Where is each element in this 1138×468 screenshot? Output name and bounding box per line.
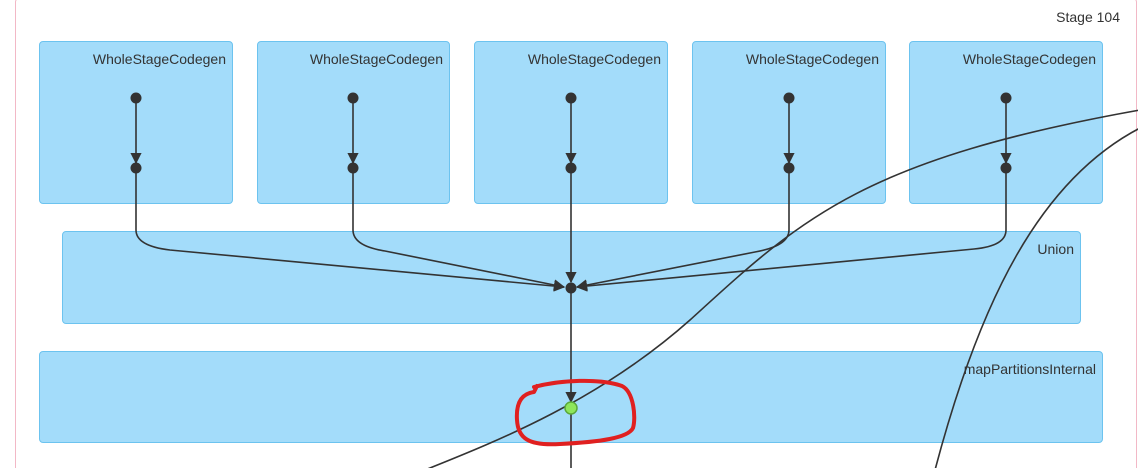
node-codegen-1-top bbox=[130, 92, 142, 104]
node-codegen-1-bottom bbox=[130, 162, 142, 174]
node-codegen-3-bottom bbox=[565, 162, 577, 174]
edge-codegen-4-to-union bbox=[575, 168, 790, 291]
stage-label: Stage 104 bbox=[1056, 9, 1120, 25]
edge-codegen-2-to-union bbox=[352, 168, 566, 291]
node-codegen-4-top bbox=[783, 92, 795, 104]
node-map-partitions-highlighted bbox=[564, 401, 578, 415]
edge-codegen-5-to-union bbox=[575, 168, 1007, 292]
long-edge-right bbox=[934, 128, 1138, 468]
codegen-cluster-label: WholeStageCodegen bbox=[309, 51, 443, 67]
codegen-cluster-label: WholeStageCodegen bbox=[92, 51, 226, 67]
edge-codegen-1-to-union bbox=[135, 168, 566, 292]
annotation-circle bbox=[514, 378, 637, 447]
node-codegen-5-bottom bbox=[1000, 162, 1012, 174]
node-union bbox=[565, 282, 577, 294]
node-codegen-5-top bbox=[1000, 92, 1012, 104]
union-cluster-label: Union bbox=[1037, 241, 1074, 257]
map-partitions-cluster-label: mapPartitionsInternal bbox=[963, 361, 1096, 377]
codegen-cluster-label: WholeStageCodegen bbox=[745, 51, 879, 67]
node-codegen-2-bottom bbox=[347, 162, 359, 174]
long-edge-left bbox=[427, 109, 1138, 468]
codegen-cluster-label: WholeStageCodegen bbox=[527, 51, 661, 67]
node-codegen-4-bottom bbox=[783, 162, 795, 174]
node-codegen-2-top bbox=[347, 92, 359, 104]
codegen-cluster-label: WholeStageCodegen bbox=[962, 51, 1096, 67]
node-codegen-3-top bbox=[565, 92, 577, 104]
